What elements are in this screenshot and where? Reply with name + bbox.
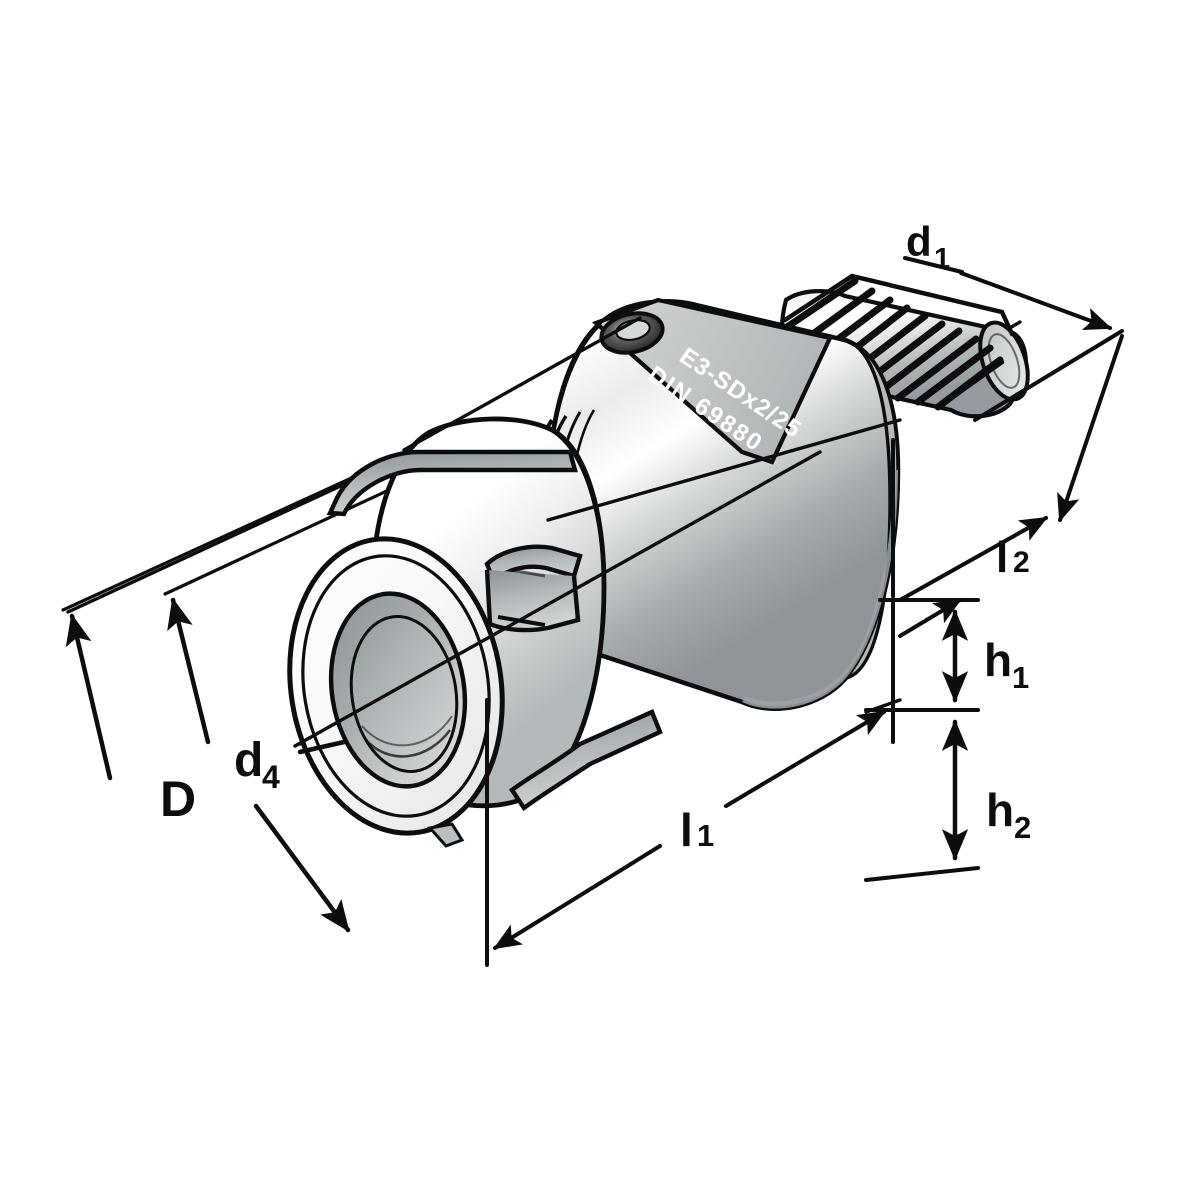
shank-serrations [783,277,1004,411]
dimension-label-l2-sub: 2 [1013,546,1030,579]
dimension-label-h2: h [986,784,1014,836]
dimension-h2 [864,719,980,882]
dimension-D [65,613,351,933]
nut-front-face-ring2 [301,554,491,818]
collet-taper-arc-1 [365,729,452,758]
d4-leader [297,739,347,755]
dimension-label-d4-sub: 4 [262,759,280,795]
dimension-d1 [903,256,1124,422]
dimension-label-h1-sub: 1 [1012,660,1029,695]
dimension-l2 [891,334,1124,602]
D-arrow-upper [65,613,113,781]
dimension-h1 [864,598,980,712]
l1-arrow-right [724,710,887,808]
dimension-label-d4: d [234,734,263,787]
dimension-label-l1-sub: 1 [697,818,714,853]
d4-arrow-upper [167,597,211,745]
nut-front-notch [427,822,465,848]
d1-extension-upper [903,256,964,274]
dimension-label-d1: d [906,218,932,265]
wrench-slot-bottom [509,709,663,812]
nut-wrench-slots [326,449,663,812]
collet-taper-arc-2 [361,715,453,747]
nut-notch-shape [427,822,465,848]
slot-mark-2 [510,568,546,578]
dimension-l1 [485,598,895,967]
h1-leader-arrow [898,598,963,638]
nut-bore-inner [349,615,459,773]
h2-witness-bottom [864,866,980,882]
l1-arrow-left [493,844,662,950]
set-screw [599,311,665,355]
dimension-d4 [167,597,347,755]
body-lower-shadow [742,470,898,709]
dimension-label-h2-sub: 2 [1014,810,1031,845]
dimension-label-h1: h [984,634,1012,686]
l2-arrow-upper [1057,334,1124,523]
wrench-slot-top [326,449,578,517]
dimension-label-l2: l [996,533,1008,582]
dimension-label-D: D [160,771,196,827]
d1-leader-lower [973,329,1124,422]
l2-arrow-lower [898,516,1049,602]
dimension-label-d1-sub: 1 [934,243,950,275]
collet-nut [287,416,607,836]
shank-serration-edges [782,273,1015,409]
dimension-label-l1: l [680,804,693,856]
D-arrow-lower [253,803,351,933]
d1-arrow-upper [959,271,1113,331]
auxiliary-construction-lines [293,316,902,748]
wrench-slot-middle-body [484,569,581,633]
